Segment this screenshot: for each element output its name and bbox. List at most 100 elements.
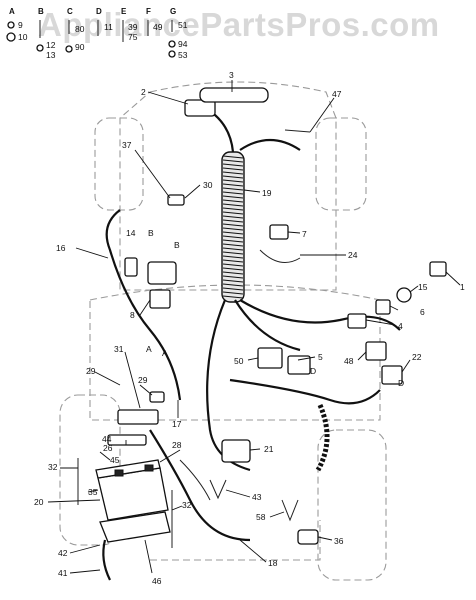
callout-46: 46: [152, 576, 162, 586]
callout-50: 50: [234, 356, 244, 366]
coil-ring: [222, 179, 244, 183]
hood-outline: [119, 81, 337, 291]
relay-14: [147, 261, 177, 285]
hardware-letter-g: G: [170, 7, 176, 16]
hardware-num: 49: [153, 22, 163, 32]
bracket-wire: [259, 249, 301, 263]
coil-cord: [315, 404, 330, 472]
part-callouts: 1 2 3 4 5 6 7 8 14 15 16 17 18 19 20 21 …: [34, 70, 465, 586]
harness-wire: [239, 299, 401, 331]
battery-terminal: [144, 464, 154, 472]
coil-ring: [222, 227, 244, 231]
solenoid: [184, 99, 216, 117]
hardware-num: 10: [18, 32, 28, 42]
coil-ring: [222, 243, 244, 247]
switch-5: [287, 355, 311, 375]
coil-ring: [222, 267, 244, 271]
watermark-logo: AppliancePartsPros.com: [38, 6, 440, 43]
coil-ring: [222, 279, 244, 283]
switch-22: [381, 365, 403, 385]
hardware-group-b: B 12 13: [36, 7, 56, 60]
callout-22: 22: [412, 352, 422, 362]
callout-30: 30: [203, 180, 213, 190]
hardware-group-a: A 9 10: [6, 7, 28, 42]
coil-ring: [222, 219, 244, 223]
callout-2: 2: [141, 87, 146, 97]
bracket-31: [117, 409, 159, 425]
callout-19: 19: [262, 188, 272, 198]
callout-24: 24: [348, 250, 358, 260]
callout-28: 28: [172, 440, 182, 450]
callout-29: 29: [86, 366, 96, 376]
callout-42: 42: [58, 548, 68, 558]
callout-36: 36: [334, 536, 344, 546]
coil-ring: [222, 251, 244, 255]
coil-ring: [222, 155, 244, 159]
callout-17: 17: [172, 419, 182, 429]
hardware-letter-e: E: [121, 7, 127, 16]
callout-48: 48: [344, 356, 354, 366]
connector-36: [297, 529, 319, 545]
clip-14: [124, 257, 138, 277]
callout-44: 44: [102, 434, 112, 444]
coil-ring: [222, 247, 244, 251]
cable-41: [102, 539, 111, 581]
cable-18: [149, 429, 251, 542]
harness-wire: [234, 299, 301, 352]
coil-ring: [222, 283, 244, 287]
coil-ring: [222, 211, 244, 215]
nut-icon: [65, 45, 73, 53]
callout-a: A: [162, 348, 168, 358]
callout-16: 16: [56, 243, 66, 253]
nut-icon: [6, 32, 16, 42]
callout-32: 32: [182, 500, 192, 510]
hardware-num: 51: [178, 20, 188, 30]
coil-ring: [222, 187, 244, 191]
harness-wire: [229, 378, 381, 405]
nut-icon: [36, 44, 44, 52]
hardware-num: 39: [128, 22, 138, 32]
hardware-num: 9: [18, 20, 23, 30]
hardware-letter-f: F: [146, 7, 151, 16]
coil-ring: [222, 239, 244, 243]
hardware-group-f: F 49: [146, 7, 163, 36]
wire-28: [179, 459, 211, 501]
front-wheel-right: [315, 117, 367, 211]
front-wheel-left: [94, 117, 144, 211]
coil-ring: [222, 199, 244, 203]
coil-ring: [222, 159, 244, 163]
coil-ring: [222, 163, 244, 167]
callout-43: 43: [252, 492, 262, 502]
coil-ring: [222, 223, 244, 227]
clip-29: [149, 391, 165, 403]
nut-icon: [168, 50, 176, 58]
hardware-group-c: C 80 90: [65, 7, 85, 53]
hardware-num: 12: [46, 40, 56, 50]
callout-29: 29: [138, 375, 148, 385]
coil-ring: [222, 215, 244, 219]
coil-ring: [222, 287, 244, 291]
callout-6: 6: [420, 307, 425, 317]
callout-26: 26: [103, 443, 113, 453]
hardware-num: 13: [46, 50, 56, 60]
hardware-num: 53: [178, 50, 188, 60]
callout-45: 45: [110, 455, 120, 465]
callout-32: 32: [48, 462, 58, 472]
hardware-group-d: D 11: [96, 7, 113, 36]
hardware-letter-d: D: [96, 7, 102, 16]
washer-icon: [7, 21, 15, 29]
coil-ring: [222, 291, 244, 295]
coil-ring: [222, 175, 244, 179]
callout-3: 3: [229, 70, 234, 80]
callout-14: 14: [126, 228, 136, 238]
callout-37: 37: [122, 140, 132, 150]
coil-ring: [222, 203, 244, 207]
coil-ring: [222, 195, 244, 199]
callout-d: D: [310, 366, 316, 376]
ignition-switch-icon: [375, 299, 391, 315]
hardware-num: 11: [104, 22, 113, 32]
callout-41: 41: [58, 568, 68, 578]
hardware-legend: A 9 10 B 12 13 C 80 90 D 11 E 39: [6, 7, 188, 60]
callout-18: 18: [268, 558, 278, 568]
coil-ring: [222, 263, 244, 267]
